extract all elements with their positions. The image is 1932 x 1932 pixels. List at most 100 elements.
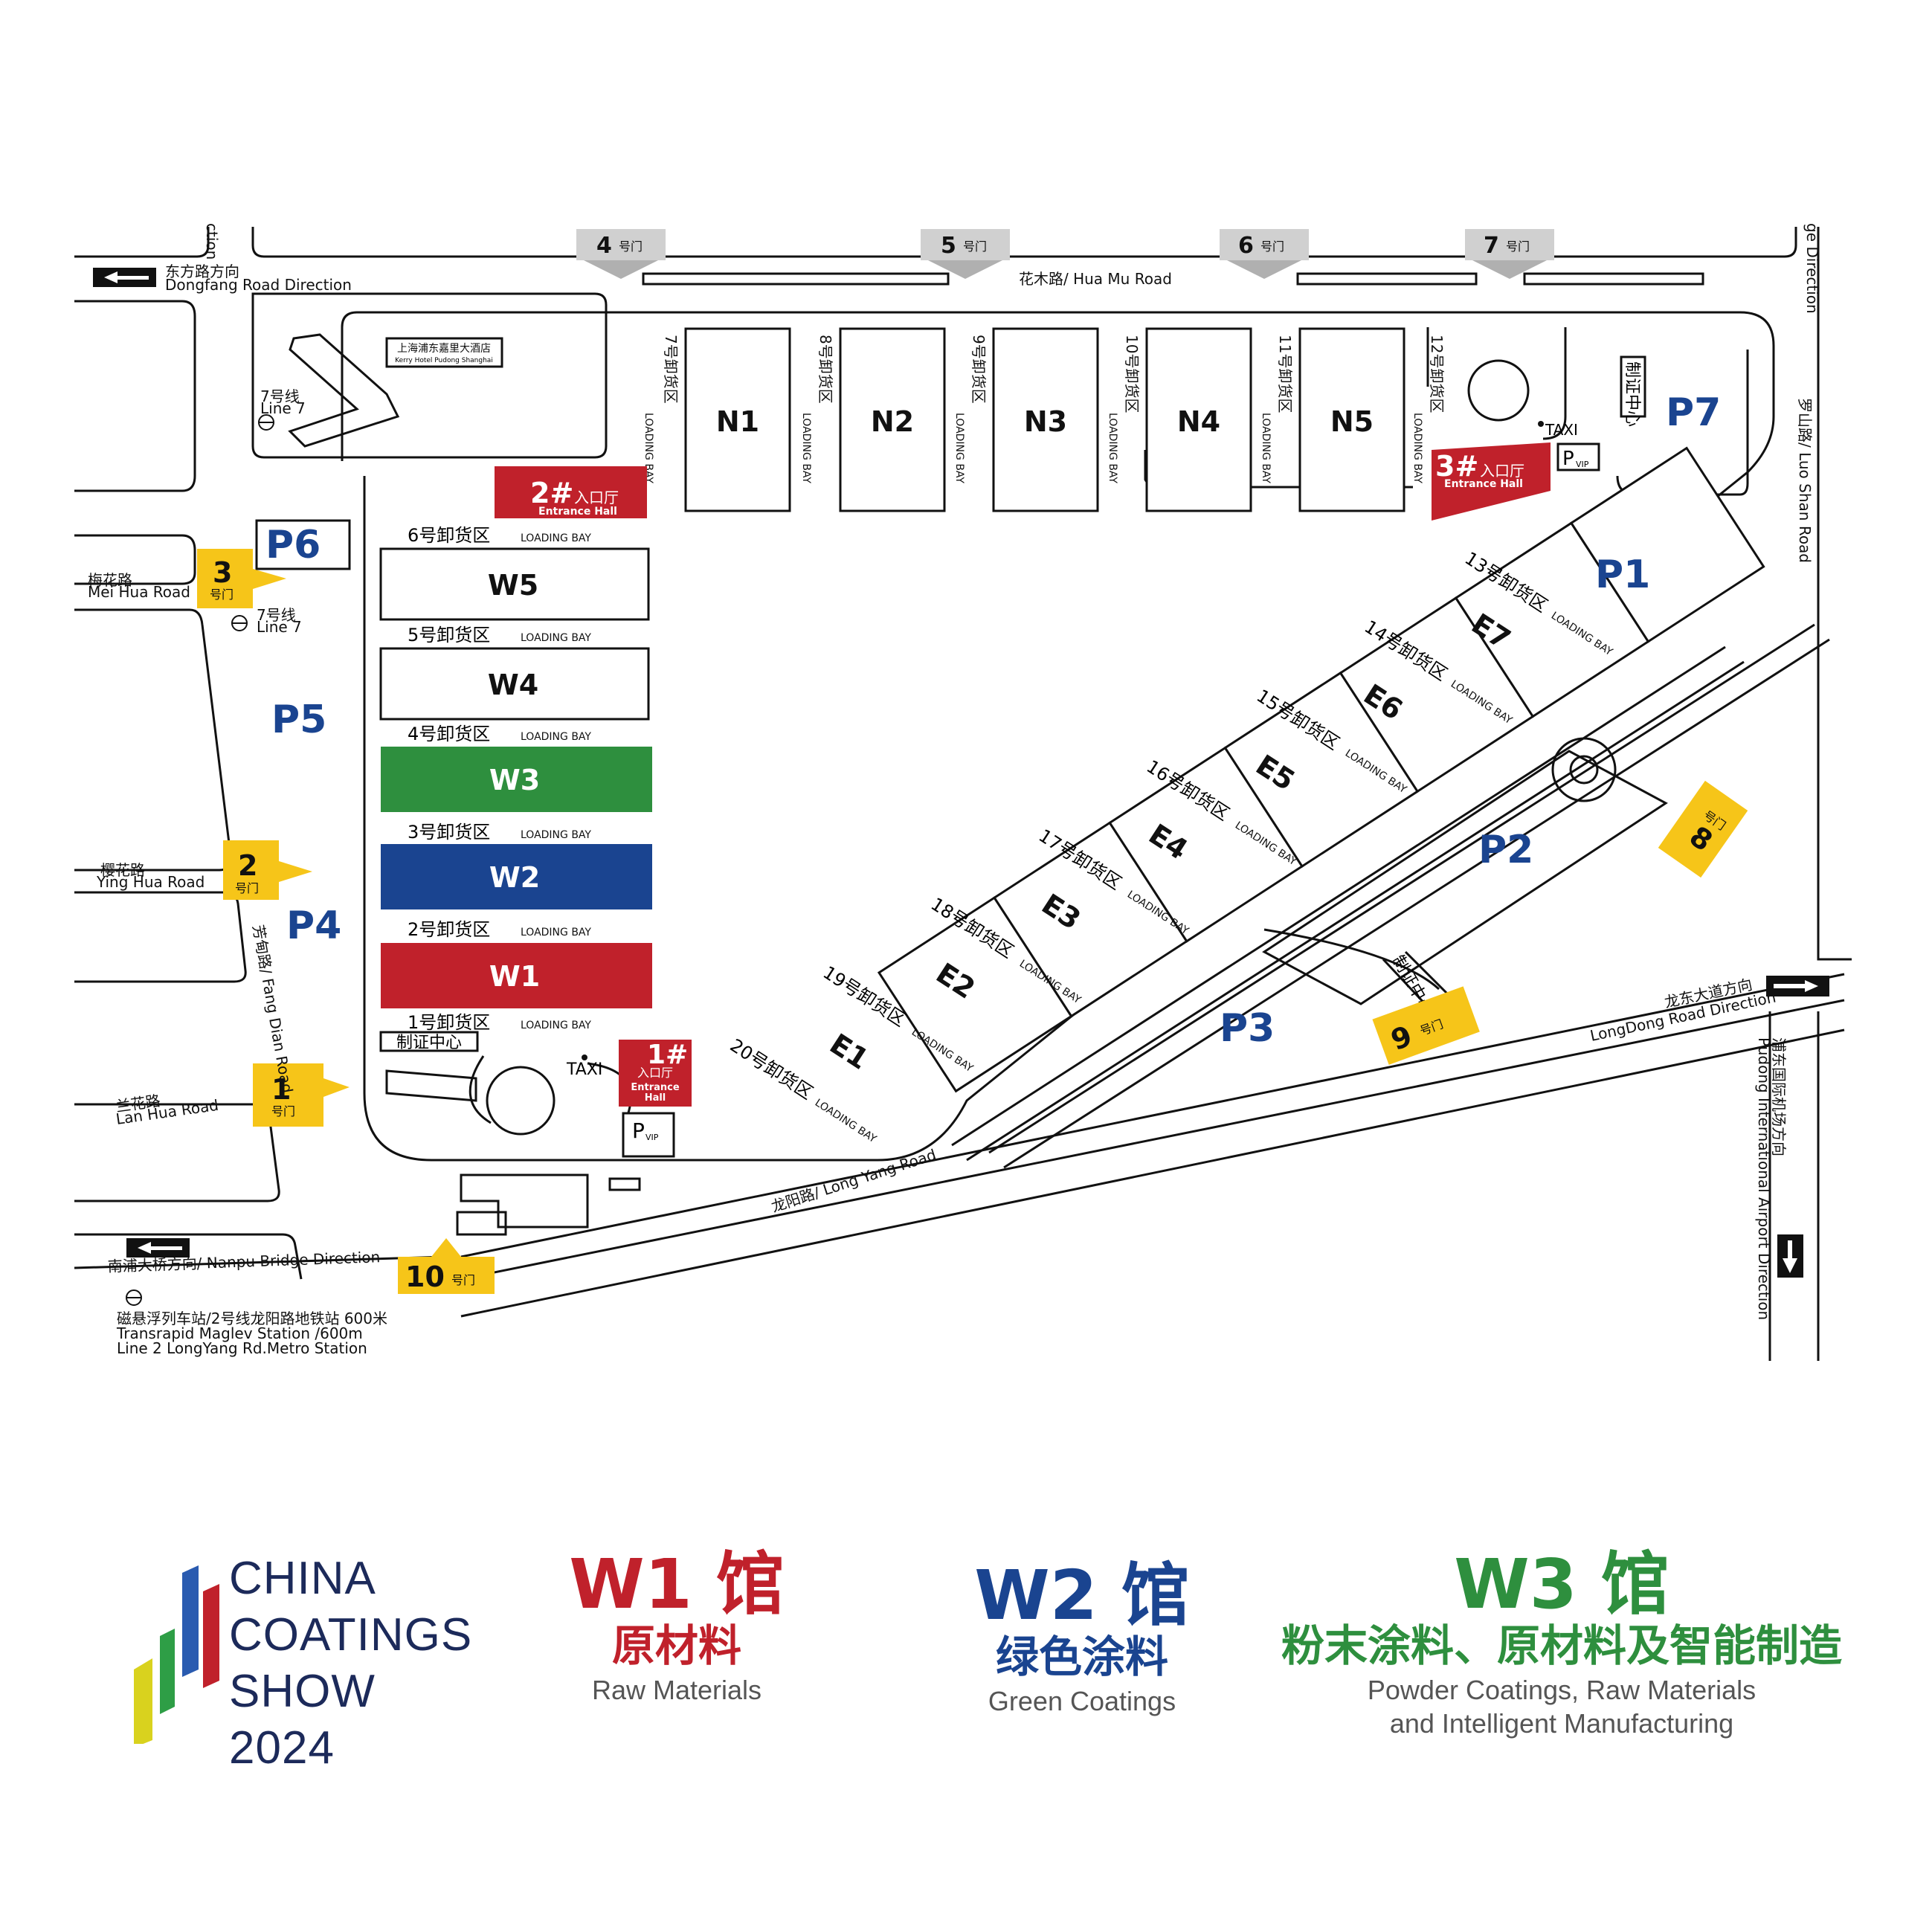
- hall-w5: [379, 547, 650, 621]
- hall-w4-label: W4: [488, 669, 538, 701]
- loading-bay-12: 12号卸货区: [1428, 335, 1446, 413]
- road-network: [74, 227, 1852, 1361]
- legend-w1: W1 馆 原材料 Raw Materials: [543, 1551, 811, 1707]
- loading-bay-9: 9号卸货区: [970, 335, 988, 404]
- gate-5: 5 号门: [921, 229, 1010, 279]
- north-loading-bays: 7号卸货区 LOADING BAY 8号卸货区 LOADING BAY 9号卸货…: [643, 335, 1446, 483]
- loading-bay-label: LOADING BAY: [1411, 413, 1423, 483]
- gate-1-suffix: 号门: [271, 1104, 295, 1118]
- loading-bay-7: 7号卸货区: [662, 335, 680, 404]
- gate-3-num: 3: [213, 556, 232, 589]
- maglev-line-1: 磁悬浮列车站/2号线龙阳路地铁站 600米: [117, 1310, 387, 1327]
- brand-line-3: SHOW 2024: [229, 1666, 376, 1774]
- arrow-down-icon: [1783, 1258, 1797, 1273]
- road-yinghua-cn: 樱花路: [100, 861, 145, 879]
- hall-w3-label: W3: [489, 764, 540, 796]
- gate-10: 10 号门: [398, 1238, 495, 1294]
- gate-5-num: 5: [941, 233, 956, 259]
- loading-bay-label: LOADING BAY: [521, 532, 591, 544]
- entrance-hall-3: 3# 入口厅 Entrance Hall: [1432, 442, 1551, 521]
- loading-bay-20: 20号卸货区: [727, 1035, 817, 1104]
- gate-1-num: 1: [271, 1073, 291, 1106]
- vip-parking-1: P VIP: [622, 1112, 675, 1158]
- metro-line-cn: 7号线: [260, 387, 300, 405]
- legend-w3: W3 馆 粉末涂料、原材料及智能制造 Powder Coatings, Raw …: [1264, 1551, 1859, 1740]
- entrance-1-num: 1#: [647, 1040, 688, 1070]
- hall-n3: [992, 327, 1099, 512]
- gate-2-num: 2: [238, 849, 257, 882]
- loading-bay-label: LOADING BAY: [521, 927, 591, 938]
- road-fragment-left: ction: [203, 223, 221, 260]
- gate-7-suffix: 号门: [1506, 239, 1530, 254]
- hall-n2-label: N2: [871, 405, 914, 438]
- parking-p7: P7: [1666, 390, 1721, 435]
- loading-bay-3: 3号卸货区: [408, 822, 490, 843]
- legend-w2-en: Green Coatings: [988, 1685, 1176, 1716]
- badge-center-label: 制证中心: [396, 1034, 462, 1052]
- gate-7-num: 7: [1484, 233, 1499, 259]
- gate-6-suffix: 号门: [1260, 239, 1284, 254]
- gate-6: 6 号门: [1220, 229, 1309, 279]
- arrow-right-icon: [1805, 980, 1818, 992]
- hall-w4: [379, 647, 650, 721]
- loading-bay-8: 8号卸货区: [817, 335, 834, 404]
- road-huamu: 花木路/ Hua Mu Road: [1019, 270, 1172, 288]
- legend-w3-en-2: and Intelligent Manufacturing: [1389, 1707, 1734, 1739]
- taxi-label: TAXI: [1545, 421, 1578, 439]
- taxi-icon: [582, 1054, 587, 1060]
- maglev-line-2: Transrapid Maglev Station /600m: [116, 1324, 363, 1342]
- gate-2: 2 号门: [223, 840, 312, 900]
- gate-8: 8 号门: [1658, 780, 1748, 878]
- loading-bay-2: 2号卸货区: [408, 919, 490, 940]
- legend-w1-code: W1 馆: [569, 1545, 785, 1624]
- hall-w2-label: W2: [489, 861, 540, 894]
- parking-p2: P2: [1478, 828, 1533, 872]
- parking-p6: P6: [265, 523, 321, 567]
- loading-bay-label: LOADING BAY: [521, 1020, 591, 1031]
- west-halls: W5 W4 W3 W2 W1: [379, 547, 652, 1008]
- parking-p5: P5: [271, 698, 326, 742]
- metro-line-en: Line 7: [257, 618, 302, 636]
- loading-bay-label: LOADING BAY: [813, 1097, 879, 1145]
- gate-9: 9 号门: [1372, 986, 1480, 1065]
- gate-10-num: 10: [405, 1260, 445, 1293]
- gate-4-suffix: 号门: [619, 239, 643, 254]
- legend-w3-code: W3 馆: [1454, 1545, 1669, 1624]
- hall-n4: [1145, 327, 1252, 512]
- gate-10-suffix: 号门: [451, 1273, 475, 1287]
- hall-n1-label: N1: [716, 405, 759, 438]
- gate-7: 7 号门: [1465, 229, 1554, 279]
- entrance-3-cn: 入口厅: [1480, 462, 1524, 480]
- hall-n4-label: N4: [1177, 405, 1220, 438]
- legend-w3-cn: 粉末涂料、原材料及智能制造: [1281, 1620, 1842, 1671]
- brand-logo: CHINA COATINGS SHOW 2024: [130, 1551, 472, 1774]
- legend-w1-en: Raw Materials: [591, 1674, 762, 1705]
- hall-n2: [839, 327, 946, 512]
- legend-w2-cn: 绿色涂料: [995, 1632, 1168, 1682]
- legend-w2-code: W2 馆: [974, 1556, 1190, 1635]
- road-airport-cn: 浦东国际机场方向: [1770, 1037, 1788, 1156]
- entrance-3-en: Entrance Hall: [1444, 478, 1523, 490]
- maglev-note: 磁悬浮列车站/2号线龙阳路地铁站 600米 Transrapid Maglev …: [116, 1289, 387, 1357]
- metro-line7-top: 7号线 Line 7: [258, 387, 306, 431]
- badge-center-west: 制证中心: [379, 1031, 479, 1052]
- entrance-2-en: Entrance Hall: [538, 506, 617, 518]
- hua-mu-road-strips: [642, 272, 1704, 286]
- hotel-name-cn: 上海浦东嘉里大酒店: [397, 343, 491, 355]
- hall-w2: [381, 844, 652, 909]
- road-longyang: 龙阳路/ Long Yang Road: [769, 1145, 938, 1215]
- gate-4-num: 4: [596, 233, 612, 259]
- entrance-3-num: 3#: [1435, 450, 1478, 483]
- vip-sub: VIP: [1576, 460, 1589, 469]
- road-meihua-en: Mei Hua Road: [88, 583, 190, 601]
- loading-bay-label: LOADING BAY: [1260, 413, 1272, 483]
- loading-bay-label: LOADING BAY: [521, 829, 591, 841]
- taxi-3: TAXI: [1538, 421, 1578, 439]
- hall-w5-label: W5: [488, 569, 538, 602]
- parking-p3: P3: [1220, 1006, 1275, 1051]
- road-luoshan: 罗山路/ Luo Shan Road: [1796, 398, 1814, 563]
- gate-6-num: 6: [1238, 233, 1254, 259]
- hotel-label: 上海浦东嘉里大酒店 Kerry Hotel Pudong Shanghai: [385, 337, 503, 368]
- loading-bay-label: LOADING BAY: [521, 731, 591, 743]
- hotel-name-en: Kerry Hotel Pudong Shanghai: [395, 357, 493, 364]
